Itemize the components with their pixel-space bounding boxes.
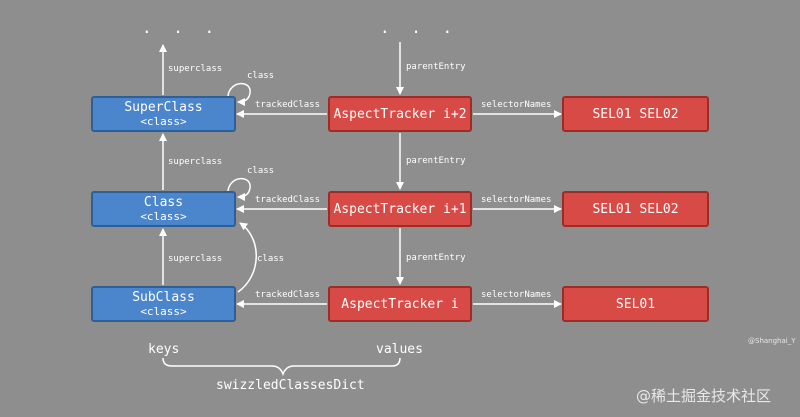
class-subtitle: <class> xyxy=(140,210,187,223)
values-label: values xyxy=(376,342,423,357)
selectors-title-i1: SEL01 SEL02 xyxy=(592,201,679,217)
tracked-class-label-i: trackedClass xyxy=(255,290,321,300)
selectors-box-i: SEL01 xyxy=(562,286,709,322)
ellipsis-left: . . . xyxy=(142,18,221,37)
selectors-title-i2: SEL01 SEL02 xyxy=(592,106,679,122)
class-title: Class xyxy=(143,195,184,210)
tracked-class-label-i1: trackedClass xyxy=(255,195,321,205)
selector-names-label-i1: selectorNames xyxy=(481,195,552,205)
subclass-box: SubClass <class> xyxy=(91,286,236,322)
parent-entry-label-top: parentEntry xyxy=(406,62,466,72)
tracker-box-i2: AspectTracker i+2 xyxy=(328,96,472,132)
tracker-title-i2: AspectTracker i+2 xyxy=(333,106,467,122)
superclass-label-top: superclass xyxy=(168,64,223,74)
superclass-label-bottom: superclass xyxy=(168,254,223,264)
tracker-box-i1: AspectTracker i+1 xyxy=(328,191,472,227)
superclass-label-mid: superclass xyxy=(168,157,223,167)
superclass-subtitle: <class> xyxy=(140,115,187,128)
superclass-title: SuperClass xyxy=(124,100,203,115)
class-label-subclass: class xyxy=(257,254,285,264)
class-label-superclass: class xyxy=(247,71,275,81)
tracker-title-i: AspectTracker i xyxy=(341,296,459,312)
selectors-title-i: SEL01 xyxy=(615,296,656,312)
dict-brace xyxy=(162,357,401,377)
watermark-main: @稀土掘金技术社区 xyxy=(636,387,772,405)
subclass-subtitle: <class> xyxy=(140,305,187,318)
parent-entry-label-mid: parentEntry xyxy=(406,156,466,166)
ellipsis-right: . . . xyxy=(380,18,459,37)
class-self-loop-class xyxy=(227,177,251,201)
subclass-title: SubClass xyxy=(132,290,195,305)
class-label-class: class xyxy=(247,166,275,176)
parent-entry-label-bottom: parentEntry xyxy=(406,253,466,263)
keys-label: keys xyxy=(148,342,180,357)
selector-names-label-i2: selectorNames xyxy=(481,100,552,110)
tracked-class-label-i2: trackedClass xyxy=(255,100,321,110)
class-self-loop-superclass xyxy=(227,82,251,106)
subclass-class-curve xyxy=(237,222,257,293)
selectors-box-i2: SEL01 SEL02 xyxy=(562,96,709,132)
dict-name-label: swizzledClassesDict xyxy=(216,378,365,393)
selectors-box-i1: SEL01 SEL02 xyxy=(562,191,709,227)
selector-names-label-i: selectorNames xyxy=(481,290,552,300)
watermark-small: @Shanghai_Y xyxy=(748,337,796,345)
class-box: Class <class> xyxy=(91,191,236,227)
tracker-box-i: AspectTracker i xyxy=(328,286,472,322)
tracker-title-i1: AspectTracker i+1 xyxy=(333,201,467,217)
superclass-box: SuperClass <class> xyxy=(91,96,236,132)
